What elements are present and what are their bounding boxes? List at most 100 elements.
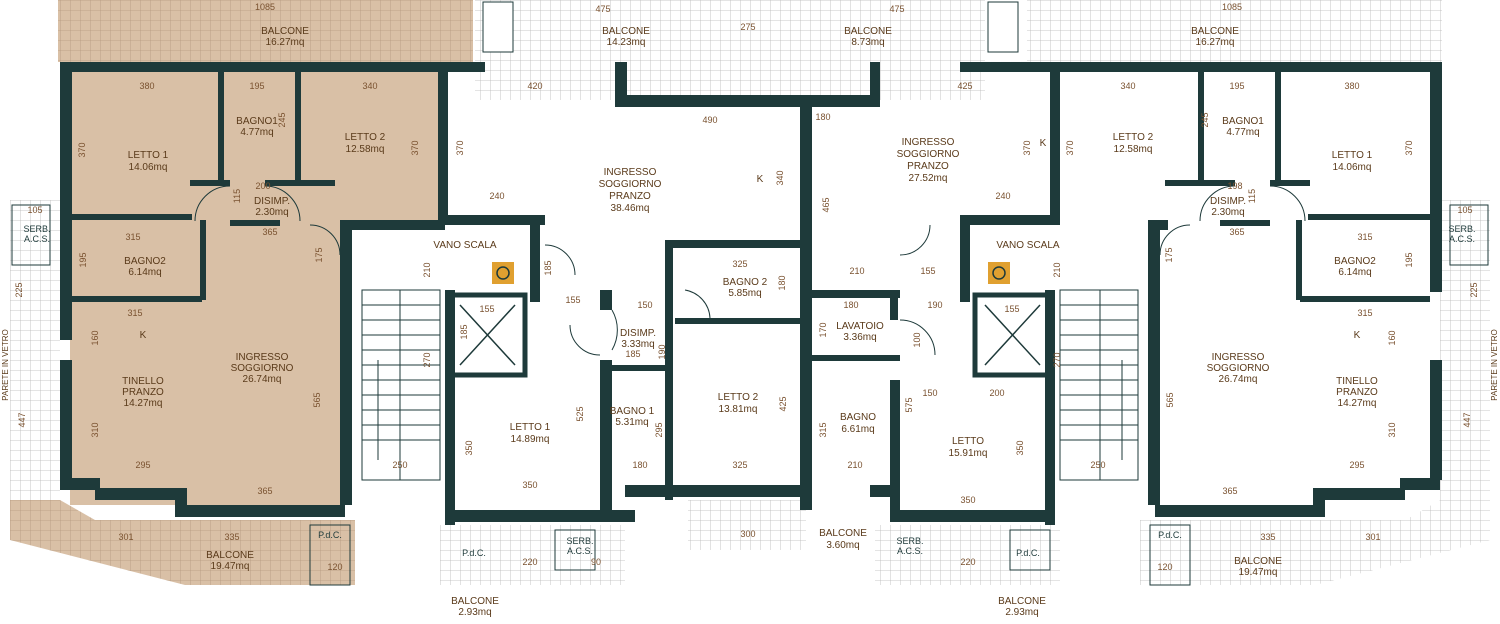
dim-370-b: 370	[410, 140, 420, 155]
dim-150-a: 150	[637, 300, 652, 310]
serb-center-right: SERB.	[896, 536, 923, 546]
wheelchair-icon-right	[988, 262, 1010, 284]
dim-575: 575	[904, 397, 914, 412]
pdc-bottom-left: P.d.C.	[318, 530, 342, 540]
bagno1-right-name: BAGNO1	[1222, 116, 1264, 127]
k-left: K	[140, 330, 147, 341]
dim-300: 300	[740, 529, 755, 539]
bagno1-left-area: 4.77mq	[240, 127, 273, 138]
balcony-bottom-right-area: 19.47mq	[1239, 567, 1278, 578]
balcony-top-right	[1027, 0, 1442, 62]
pdc-bottom-right: P.d.C.	[1158, 530, 1182, 540]
dim-370-d: 370	[1022, 140, 1032, 155]
dim-350-a: 350	[464, 440, 474, 455]
ingresso-center-right-name: INGRESSO	[902, 137, 955, 148]
balcony-top-right-area: 16.27mq	[1196, 37, 1235, 48]
dim-350-c: 350	[1015, 440, 1025, 455]
dim-175-b: 175	[1164, 247, 1174, 262]
dim-220-b: 220	[960, 557, 975, 567]
balcony-bottom-center-right-area: 2.93mq	[1005, 607, 1038, 618]
dim-180-c: 180	[632, 460, 647, 470]
tinello-left-name: TINELLO	[122, 376, 164, 387]
balcony-bottom-left-name: BALCONE	[206, 550, 254, 561]
balcony-top-right-name: BALCONE	[1191, 26, 1239, 37]
vano-scala-right: VANO SCALA	[996, 240, 1059, 251]
tinello-right-name: TINELLO	[1336, 376, 1378, 387]
dim-525: 525	[575, 406, 585, 421]
dim-185-b: 185	[625, 349, 640, 359]
dim-270-a: 270	[422, 352, 432, 367]
dim-270-b: 270	[1052, 352, 1062, 367]
lavatoio-area: 3.36mq	[843, 332, 876, 343]
ingresso-center-name: INGRESSO	[604, 167, 657, 178]
k-center: K	[757, 174, 764, 185]
serb-left-2: A.C.S.	[24, 234, 50, 244]
dim-315-c: 315	[1357, 232, 1372, 242]
dim-240-b: 240	[995, 191, 1010, 201]
stairs-left	[361, 289, 441, 481]
dim-180-b: 180	[843, 300, 858, 310]
dim-115-left: 115	[232, 189, 242, 203]
dim-195-a: 195	[78, 252, 88, 267]
lavatoio-name: LAVATOIO	[836, 321, 884, 332]
dim-155-d: 155	[920, 266, 935, 276]
letto2-right-area: 12.58mq	[1114, 144, 1153, 155]
letto1-left-name: LETTO 1	[128, 150, 169, 161]
tinello-left-area: 14.27mq	[124, 398, 163, 409]
dim-447-a: 447	[17, 412, 27, 427]
letto-center-right-area: 15.91mq	[949, 448, 988, 459]
dim-90-a: 90	[591, 557, 601, 567]
balcony-top-left	[58, 0, 473, 62]
stairs-right	[1059, 289, 1139, 481]
dim-225-a: 225	[14, 282, 24, 297]
dim-120-b: 120	[1157, 562, 1172, 572]
dim-180-d: 180	[815, 112, 830, 122]
ingresso-center-area: 38.46mq	[611, 203, 650, 214]
tinello-right-area: 14.27mq	[1338, 398, 1377, 409]
parete-vetro-left: PARETE IN VETRO	[1, 329, 10, 400]
letto2-right-name: LETTO 2	[1113, 132, 1154, 143]
dim-370-e: 370	[1065, 140, 1075, 155]
ingresso-right-name: INGRESSO	[1212, 352, 1265, 363]
dim-335-a: 335	[224, 532, 239, 542]
room-labels: BALCONE 16.27mq BALCONE 14.23mq BALCONE …	[122, 26, 1378, 618]
balcony-bottom-left	[10, 500, 355, 585]
balcony-bottom-right-small	[875, 525, 1060, 585]
k-center-right: K	[1040, 138, 1047, 149]
serb-center-left: SERB.	[566, 536, 593, 546]
balcony-top-center-name: BALCONE	[602, 26, 650, 37]
dim-185-c: 185	[543, 260, 553, 275]
dim-250-a: 250	[392, 460, 407, 470]
balconies	[10, 0, 1490, 585]
letto2-left-name: LETTO 2	[345, 132, 386, 143]
dim-340-c: 340	[775, 170, 785, 185]
dim-155-b: 155	[565, 295, 580, 305]
dim-340-left: 340	[362, 81, 377, 91]
disimp-left-name: DISIMP.	[254, 196, 290, 207]
ingresso-center-name3: PRANZO	[609, 191, 651, 202]
parete-vetro-right: PARETE IN VETRO	[1490, 329, 1499, 400]
serb-center-left-2: A.C.S.	[567, 546, 593, 556]
dim-350-b: 350	[522, 480, 537, 490]
dim-370-f: 370	[1404, 140, 1414, 155]
dim-301-a: 301	[118, 532, 133, 542]
bagno1-center-name: BAGNO 1	[610, 406, 655, 417]
bagno2-left-name: BAGNO2	[124, 256, 166, 267]
left-apartment-floor	[70, 70, 440, 505]
ingresso-center-right-name2: SOGGIORNO	[897, 149, 960, 160]
ingresso-center-right-name3: PRANZO	[907, 161, 949, 172]
dim-325-b: 325	[732, 460, 747, 470]
dim-175-a: 175	[314, 247, 324, 262]
dim-160-a: 160	[90, 330, 100, 345]
dim-275: 275	[740, 22, 755, 32]
balcony-top-left-name: BALCONE	[261, 26, 309, 37]
dim-420: 420	[527, 81, 542, 91]
letto1-right-area: 14.06mq	[1333, 162, 1372, 173]
dim-250-b: 250	[1090, 460, 1105, 470]
misc-labels: VANO SCALA VANO SCALA PARETE IN VETRO PA…	[1, 138, 1499, 558]
dim-195-b: 195	[1404, 252, 1414, 267]
dim-447-b: 447	[1462, 412, 1472, 427]
dim-245-left: 245	[277, 112, 287, 127]
dim-370-c: 370	[455, 140, 465, 155]
